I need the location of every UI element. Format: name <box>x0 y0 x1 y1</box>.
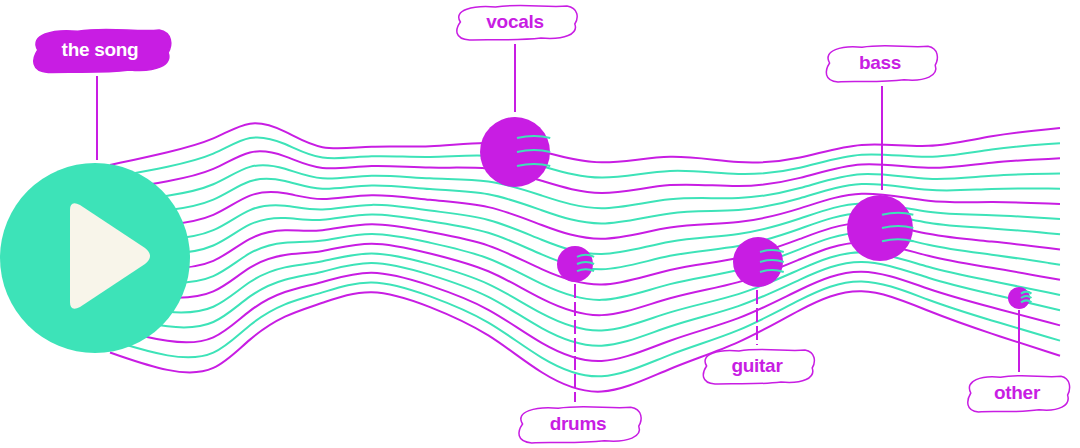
leader-lines <box>97 44 1019 402</box>
leader-line <box>881 86 883 190</box>
stem-label: other <box>994 382 1040 404</box>
wave-line <box>110 151 1060 193</box>
wave-line <box>110 179 1060 224</box>
stem-dot <box>733 237 783 287</box>
blob-shape <box>457 5 577 40</box>
stem-dot <box>557 246 593 282</box>
stem-label: bass <box>859 52 901 74</box>
dot-stripe <box>760 250 784 252</box>
leader-line <box>96 76 98 160</box>
leader-line <box>756 290 758 345</box>
wave-line <box>110 123 1060 165</box>
leader-line <box>514 44 516 112</box>
stem-dot <box>1008 287 1030 309</box>
label-blob: drums <box>512 403 644 445</box>
dot-stripe <box>882 213 913 215</box>
label-blob: the song <box>26 25 174 75</box>
wave-line <box>110 281 1060 376</box>
dot-stripe <box>577 262 594 264</box>
play-triangle <box>70 203 150 308</box>
dot-stripe <box>1021 296 1031 298</box>
wave-line <box>110 291 1060 391</box>
dot-stripe <box>577 255 594 257</box>
play-circle <box>0 163 190 353</box>
stem-label: vocals <box>486 11 543 33</box>
stem-label: guitar <box>732 355 783 377</box>
stem-label: the song <box>62 39 139 61</box>
dot-stripe <box>882 239 913 241</box>
dot-stripe <box>760 270 784 272</box>
dot-stripe <box>882 226 913 228</box>
dot-stripe <box>517 136 550 138</box>
label-blob: bass <box>820 42 940 84</box>
dot-stripe <box>517 164 550 166</box>
dot-stripe <box>1021 292 1031 294</box>
blob-shape <box>968 376 1070 412</box>
play-button <box>0 163 190 353</box>
label-blob: vocals <box>450 2 580 42</box>
dot-stripe <box>1021 300 1031 302</box>
stem-dot <box>847 195 913 261</box>
dot-stripe <box>517 150 550 152</box>
stem-dots <box>480 117 1031 309</box>
stem-dot <box>480 117 550 187</box>
blob-shape <box>826 46 937 82</box>
blob-shape <box>34 29 171 72</box>
stem-label: drums <box>550 413 607 435</box>
leader-line <box>1018 310 1020 372</box>
wave-line <box>110 165 1060 208</box>
wave-line <box>110 137 1060 177</box>
dot-stripe <box>760 260 784 262</box>
wave-lines <box>110 123 1060 391</box>
blob-shape <box>703 349 814 384</box>
wave-line <box>110 272 1060 361</box>
leader-line <box>574 284 576 402</box>
blob-shape <box>519 407 641 443</box>
wave-line <box>110 203 1060 254</box>
label-blob: other <box>962 372 1072 414</box>
wave-line <box>110 242 1060 315</box>
dot-stripe <box>577 269 594 271</box>
label-blob: guitar <box>697 346 817 386</box>
